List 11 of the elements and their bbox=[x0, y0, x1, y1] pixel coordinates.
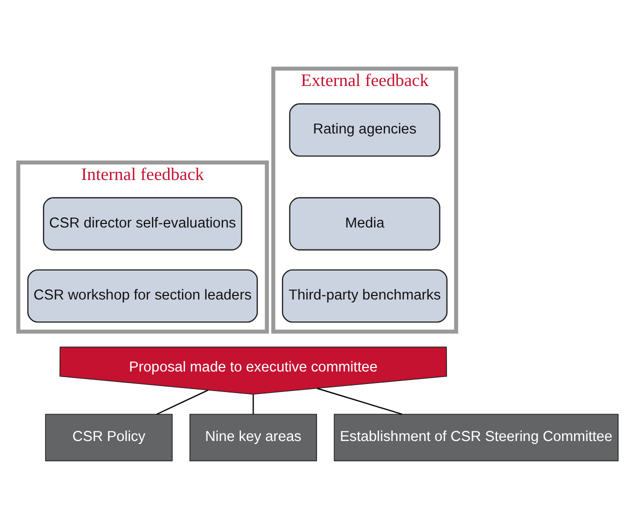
node-box: CSR director self-evaluations bbox=[42, 196, 242, 250]
connector bbox=[316, 387, 402, 414]
node-box: Establishment of CSR Steering Committee bbox=[334, 413, 619, 461]
node-box: Nine key areas bbox=[189, 413, 317, 461]
connector bbox=[252, 394, 254, 414]
node-box: CSR workshop for section leaders bbox=[27, 268, 258, 322]
node-box: CSR Policy bbox=[45, 413, 173, 461]
node-box: Third-party benchmarks bbox=[282, 268, 448, 322]
node-box: Rating agencies bbox=[289, 102, 440, 156]
connector bbox=[156, 389, 208, 414]
node-box: Media bbox=[289, 196, 440, 250]
